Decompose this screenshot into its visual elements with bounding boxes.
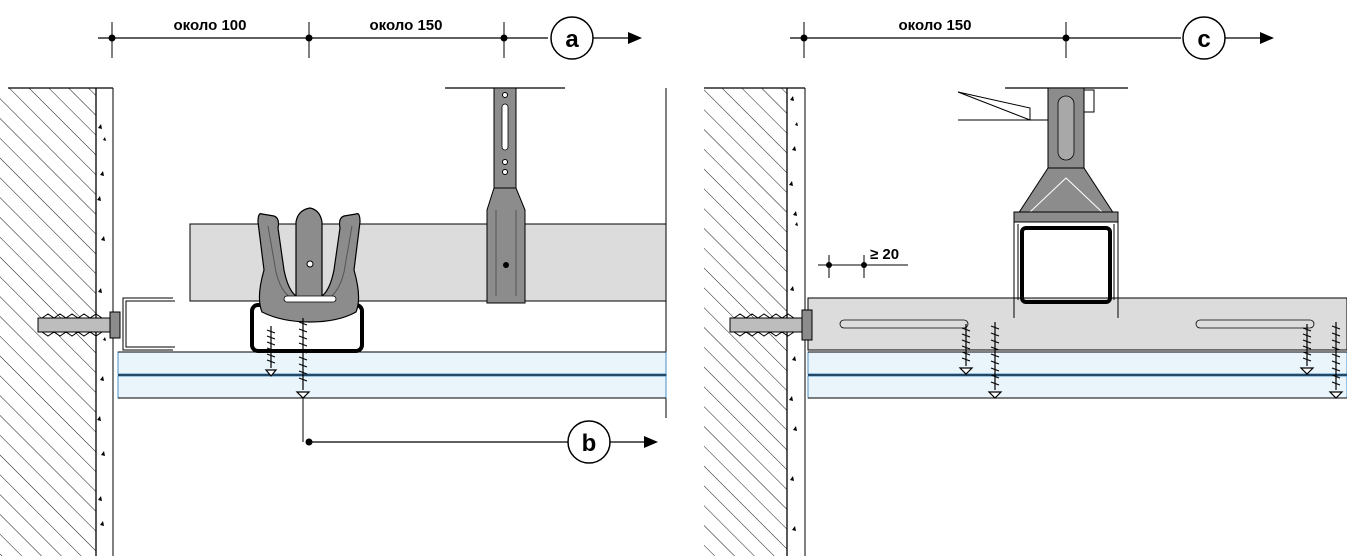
- detail-c: около 150 c: [704, 16, 1347, 556]
- dim-label-right: около 150: [370, 17, 443, 34]
- dimension-line-a: около 100 около 150 a: [98, 16, 642, 60]
- dimension-line-b: b: [302, 398, 658, 464]
- cross-connector: [250, 207, 364, 353]
- marker-b-label: b: [582, 430, 597, 457]
- marker-a-label: a: [565, 26, 579, 53]
- hanger-with-clip: [957, 87, 1119, 318]
- dim-label-left: около 100: [174, 17, 247, 34]
- dim-label-c: около 150: [899, 17, 972, 34]
- drywall-screws-left: [264, 318, 311, 399]
- gypsum-boards-left: [117, 351, 667, 399]
- direct-hanger: [486, 87, 526, 304]
- gypsum-boards-right: [807, 351, 1347, 399]
- dimension-line-c: около 150 c: [790, 16, 1274, 60]
- detail-a: около 100 около 150 a: [0, 16, 667, 556]
- wall-anchor-left: [37, 311, 121, 339]
- wall-anchor-right: [729, 309, 813, 341]
- drywall-screws-right: [958, 322, 1344, 399]
- marker-c-label: c: [1197, 26, 1210, 53]
- gap-dimension: ≥ 20: [818, 246, 908, 278]
- gap-label: ≥ 20: [870, 246, 899, 263]
